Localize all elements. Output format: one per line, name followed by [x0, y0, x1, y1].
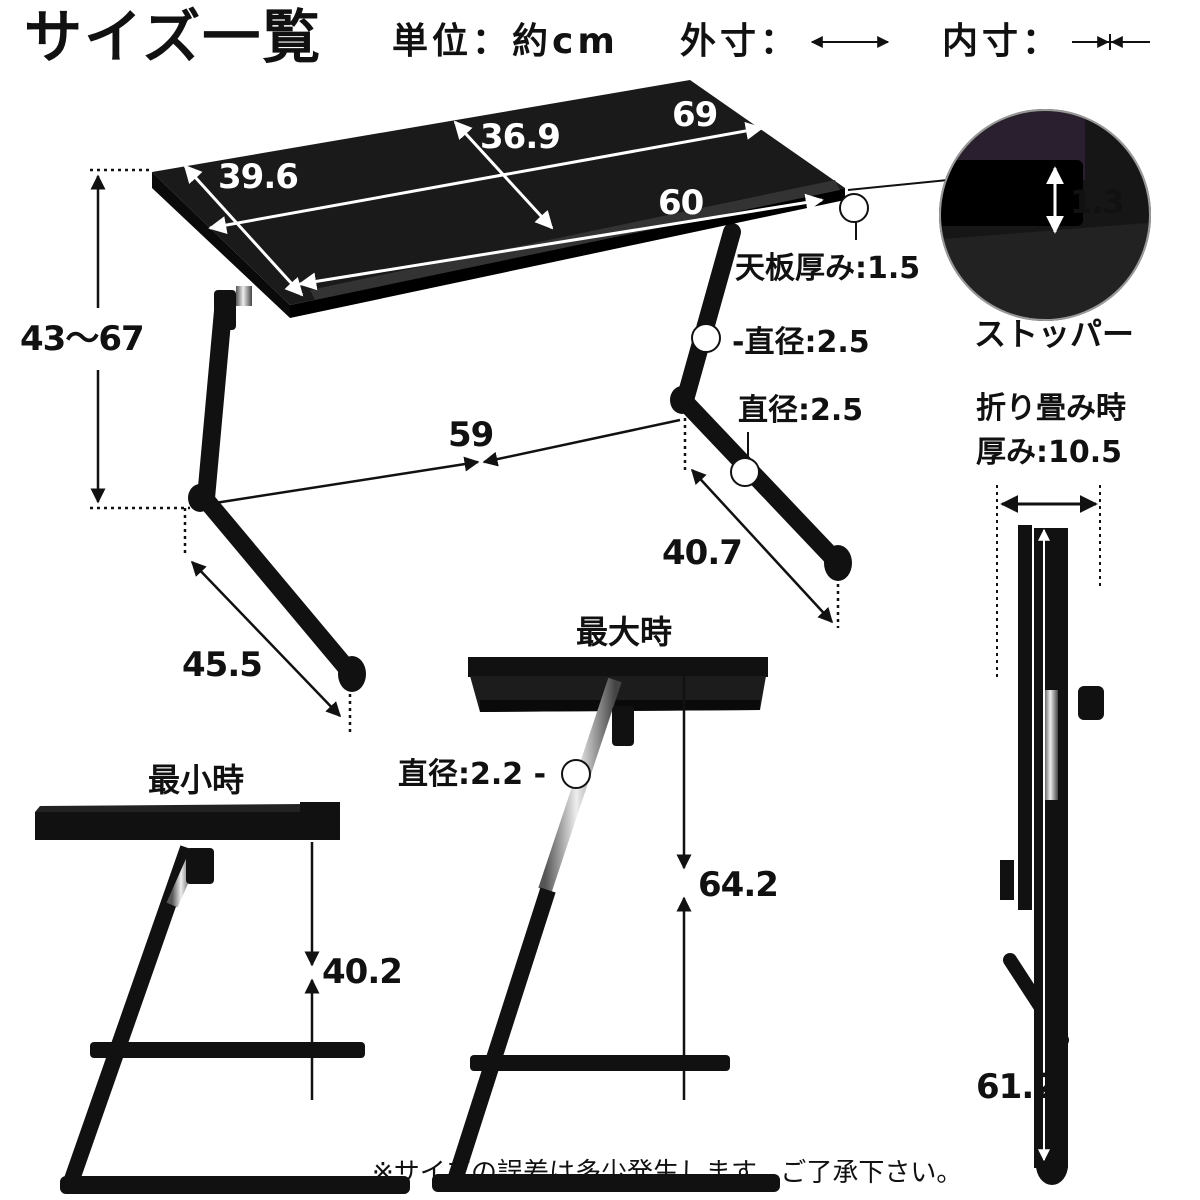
- inner-dimension-symbol: [1072, 34, 1150, 50]
- dim-folded-height: 61.2: [976, 1067, 1057, 1107]
- table-folded: [996, 485, 1104, 1185]
- unit-label: 単位：約cm: [392, 21, 619, 62]
- dim-min-height: 40.2: [322, 952, 403, 992]
- dim-leg-span: 59: [448, 415, 494, 455]
- max-pipe-label: 直径:2.2 -: [398, 757, 547, 792]
- table-min: [35, 802, 410, 1194]
- folded-label-line1: 折り畳み時: [976, 391, 1126, 426]
- dim-depth-diagonal: 39.6: [218, 157, 299, 197]
- min-view-label: 最小時: [148, 761, 245, 799]
- leg-depth-arrows: [190, 468, 840, 732]
- stopper-label: ストッパー: [974, 315, 1135, 353]
- page-title: サイズ一覧: [24, 3, 323, 71]
- board-thickness-label: 天板厚み:1.5: [735, 251, 921, 286]
- stopper-height: 1.3: [1070, 183, 1125, 221]
- dim-width-inner: 60: [658, 183, 704, 223]
- inner-dimension-label: 内寸：: [942, 21, 1063, 62]
- dim-leg-depth-left: 45.5: [182, 645, 263, 685]
- stopper-zoom: [939, 109, 1151, 321]
- leg-span-arrow: [183, 418, 687, 555]
- table-max: [432, 657, 780, 1192]
- pipe-upper-label: -直径:2.5: [732, 325, 870, 360]
- max-view-label: 最大時: [576, 613, 673, 651]
- top-dimension-arrows: [183, 120, 824, 297]
- height-arrow: [90, 168, 190, 510]
- dim-depth: 36.9: [480, 117, 561, 157]
- outer-dimension-label: 外寸：: [680, 21, 801, 62]
- dim-width: 69: [672, 95, 718, 135]
- footnote: ※サイズの誤差は多少発生します。ご了承下さい。: [372, 1158, 963, 1188]
- folded-label-line2: 厚み:10.5: [976, 435, 1123, 470]
- dim-height-range: 43〜67: [20, 319, 145, 359]
- callout-markers: [691, 179, 949, 487]
- dim-max-height: 64.2: [698, 865, 779, 905]
- dim-leg-depth-right: 40.7: [662, 533, 743, 573]
- pipe-lower-label: 直径:2.5: [738, 393, 864, 428]
